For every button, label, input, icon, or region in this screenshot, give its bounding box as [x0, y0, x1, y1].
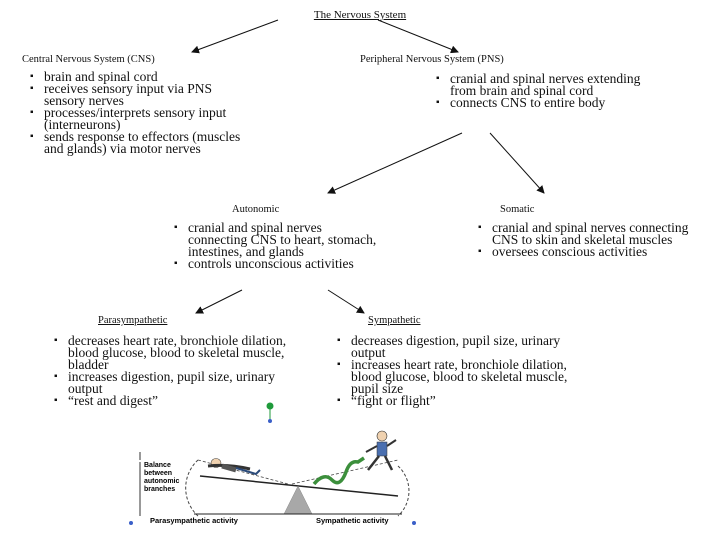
pns-bullet-list: cranial and spinal nerves extending from… — [436, 72, 666, 110]
right-swing-arc — [397, 465, 410, 517]
rotation-handle-icon[interactable] — [266, 402, 274, 410]
parasympathetic-bullet-list: decreases heart rate, bronchiole dilatio… — [54, 334, 299, 408]
autonomic-bullet: controls unconscious activities — [174, 257, 384, 271]
cns-bullet: processes/interprets sensory input (inte… — [30, 106, 245, 132]
parasympathetic-heading: Parasympathetic — [98, 315, 168, 326]
cns-bullet: receives sensory input via PNS sensory n… — [30, 82, 245, 108]
autonomic-bullet: cranial and spinal nerves connecting CNS… — [174, 221, 384, 259]
dashed-guide-right — [291, 459, 399, 485]
resting-person-icon — [207, 458, 261, 476]
sympathetic-bullet: “fight or flight” — [337, 394, 582, 408]
sympathetic-bullet-list: decreases digestion, pupil size, urinary… — [337, 334, 582, 408]
snake-icon — [312, 456, 365, 486]
selection-handle-bottom-left[interactable] — [129, 521, 133, 525]
selection-handle-bottom-right[interactable] — [412, 521, 416, 525]
fulcrum-icon — [283, 485, 313, 515]
somatic-heading: Somatic — [500, 204, 535, 215]
balance-label-line1: Balance — [144, 462, 171, 469]
arrow-to-pns — [377, 19, 459, 54]
autonomic-heading: Autonomic — [232, 204, 280, 215]
balance-illustration: Balance between autonomic branches Paras… — [129, 402, 416, 525]
seesaw-board — [199, 475, 399, 497]
somatic-bullet: cranial and spinal nerves connecting CNS… — [478, 221, 698, 247]
sympathetic-heading: Sympathetic — [368, 315, 421, 326]
pns-heading: Peripheral Nervous System (PNS) — [360, 54, 504, 65]
parasympathetic-bullet: “rest and digest” — [54, 394, 299, 408]
arrow-to-cns — [191, 19, 279, 54]
parasympathetic-bullet: increases digestion, pupil size, urinary… — [54, 370, 299, 396]
balance-label-line2: between — [144, 470, 172, 477]
arrow-to-somatic — [489, 132, 545, 194]
page-title: The Nervous System — [313, 9, 407, 21]
left-swing-arc — [185, 459, 199, 517]
parasympathetic-activity-label: Parasympathetic activity — [150, 516, 239, 525]
somatic-bullet-list: cranial and spinal nerves connecting CNS… — [478, 221, 698, 259]
balance-label-line4: branches — [144, 486, 175, 493]
arrow-to-parasympathetic — [195, 289, 243, 314]
cns-bullet: sends response to effectors (muscles and… — [30, 130, 245, 156]
balance-label-line3: autonomic — [144, 478, 179, 485]
arrow-to-sympathetic — [327, 289, 365, 314]
sympathetic-bullet: increases heart rate, bronchiole dilatio… — [337, 358, 582, 396]
cns-heading: Central Nervous System (CNS) — [22, 54, 155, 65]
pns-bullet: cranial and spinal nerves extending from… — [436, 72, 666, 98]
cns-bullet-list: brain and spinal cord receives sensory i… — [30, 70, 245, 156]
fleeing-person-icon — [365, 430, 397, 471]
sympathetic-bullet: decreases digestion, pupil size, urinary… — [337, 334, 582, 360]
pns-bullet: connects CNS to entire body — [436, 96, 666, 110]
arrow-to-autonomic — [327, 132, 463, 194]
selection-handle-top[interactable] — [268, 419, 272, 423]
autonomic-bullet-list: cranial and spinal nerves connecting CNS… — [174, 221, 384, 271]
sympathetic-activity-label: Sympathetic activity — [316, 516, 389, 525]
cns-bullet: brain and spinal cord — [30, 70, 245, 84]
somatic-bullet: oversees conscious activities — [478, 245, 698, 259]
parasympathetic-bullet: decreases heart rate, bronchiole dilatio… — [54, 334, 299, 372]
